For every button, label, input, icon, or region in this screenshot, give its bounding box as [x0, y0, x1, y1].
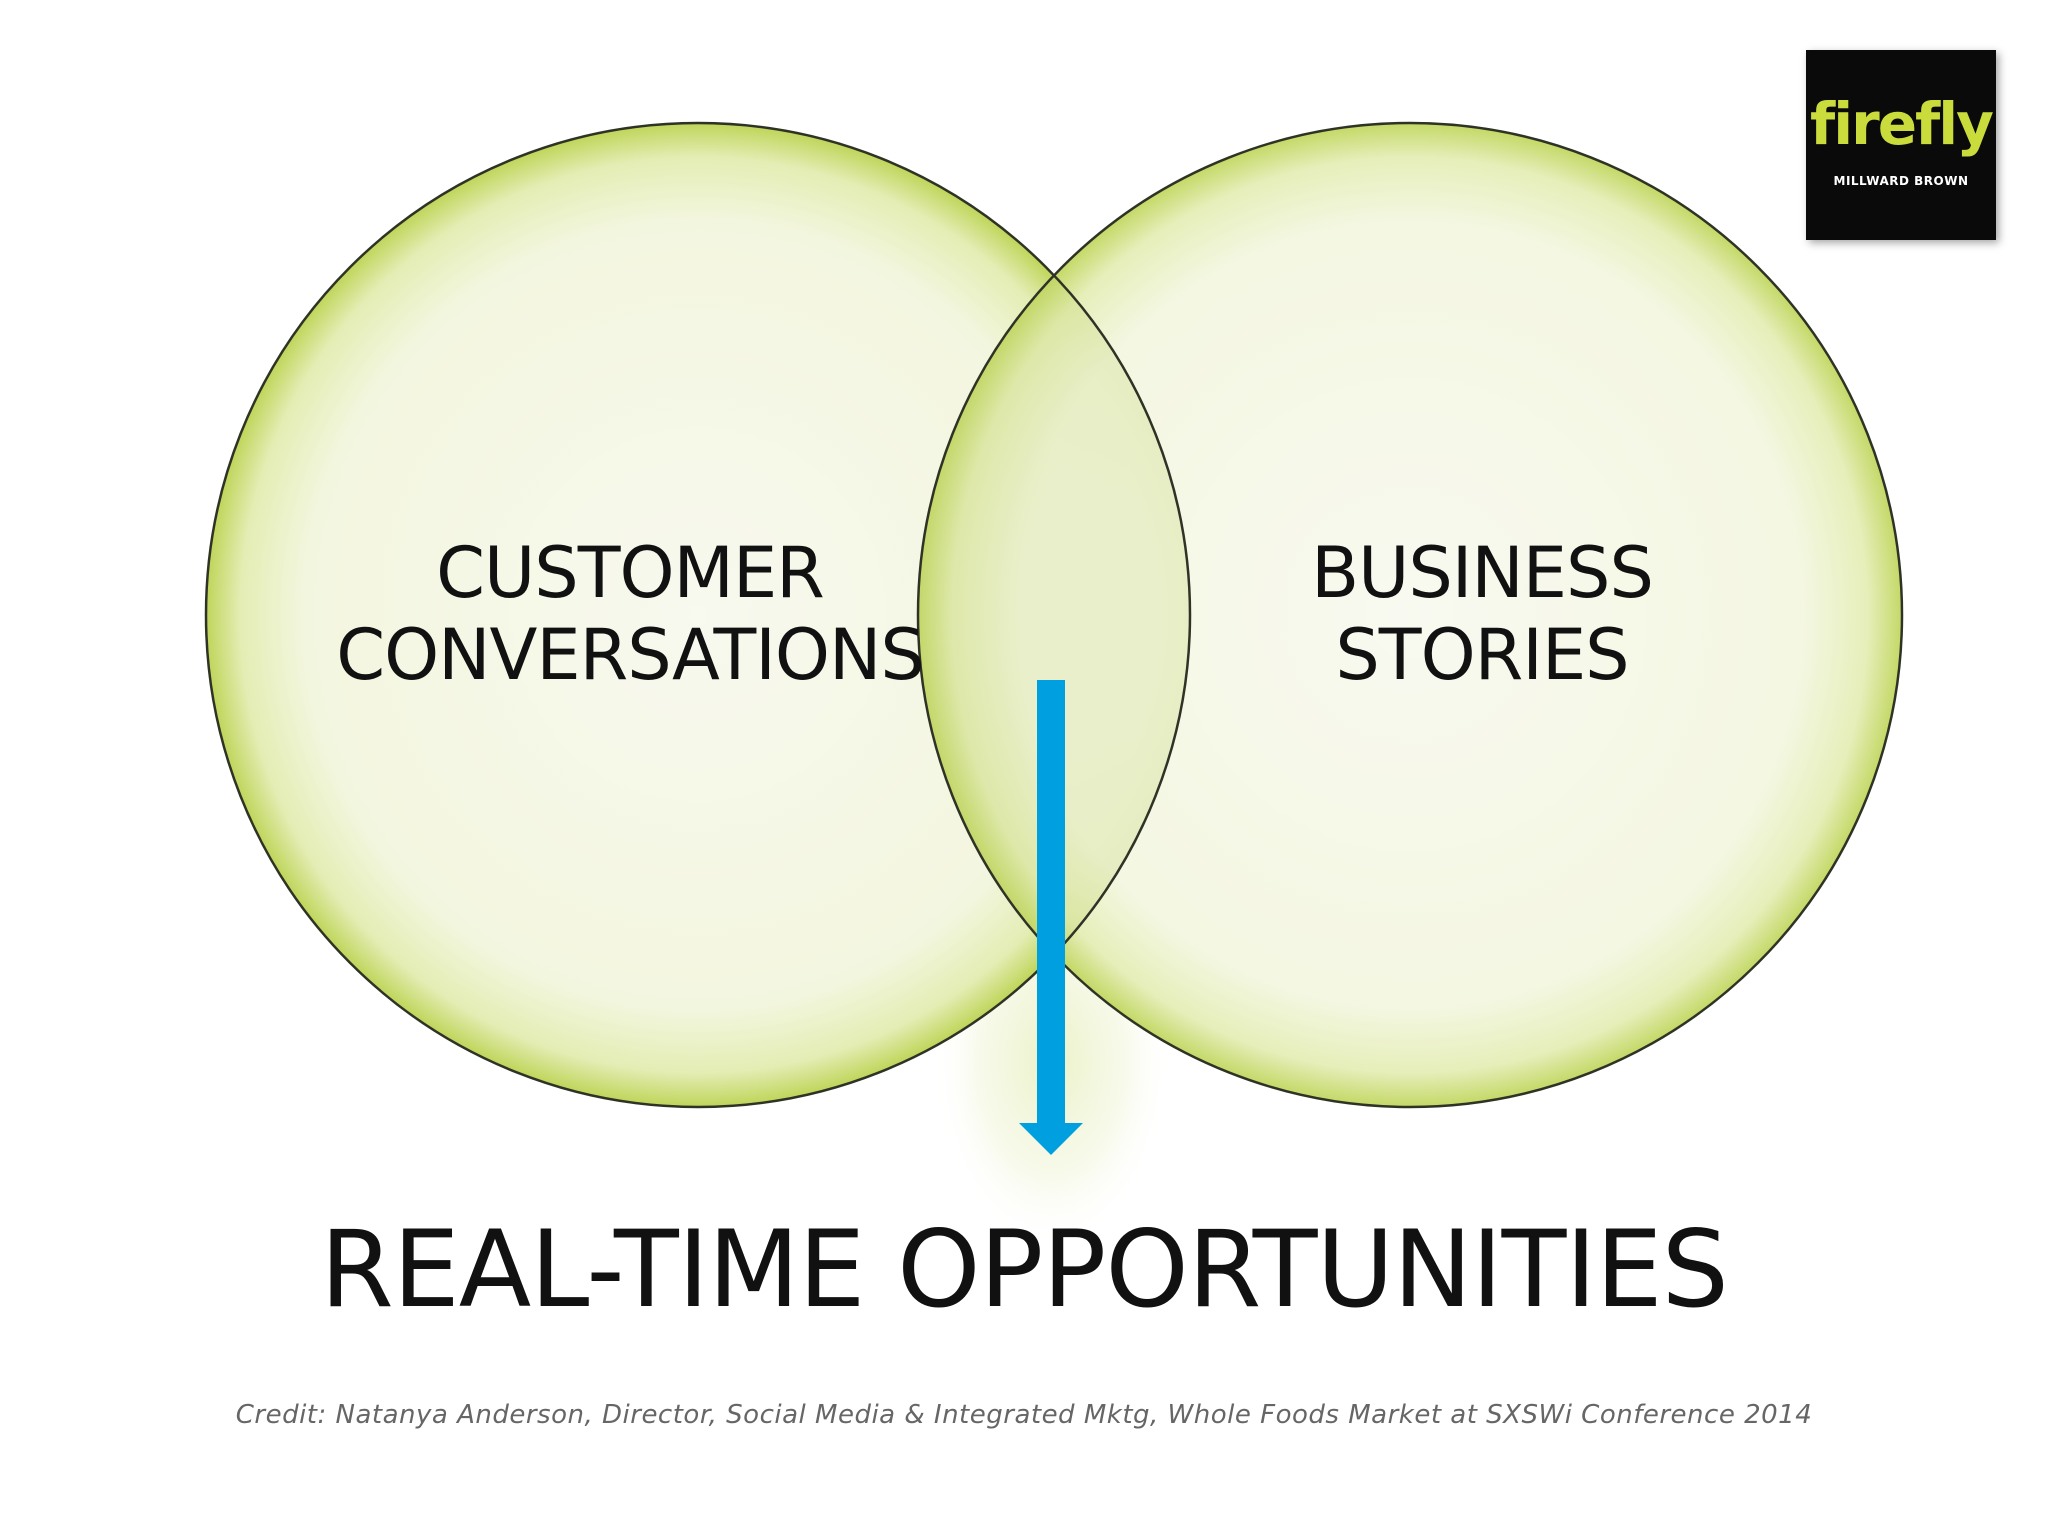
logo-subtitle: MILLWARD BROWN: [1833, 174, 1969, 188]
left-circle-label: CUSTOMER CONVERSATIONS: [330, 532, 930, 696]
right-circle-label: BUSINESS STORIES: [1182, 532, 1782, 696]
right-circle: [918, 123, 1902, 1107]
credit-text: Credit: Natanya Anderson, Director, Soci…: [235, 1400, 1813, 1430]
left-circle-outline: [204, 121, 1192, 1109]
left-circle: [206, 123, 1190, 1107]
left-circle-label-line-2: CONVERSATIONS: [336, 614, 925, 696]
firefly-logo: firefly MILLWARD BROWN: [1806, 50, 1996, 240]
left-circle-label-line-1: CUSTOMER: [436, 532, 825, 614]
arrow-head-icon: [1019, 1123, 1083, 1155]
right-circle-outline: [916, 121, 1904, 1109]
right-circle-label-line-1: BUSINESS: [1311, 532, 1654, 614]
result-heading: REAL-TIME OPPORTUNITIES: [320, 1208, 1729, 1331]
arrow-shaft: [1037, 680, 1065, 1125]
right-circle-label-line-2: STORIES: [1335, 614, 1629, 696]
logo-wordmark: firefly: [1810, 90, 1994, 158]
